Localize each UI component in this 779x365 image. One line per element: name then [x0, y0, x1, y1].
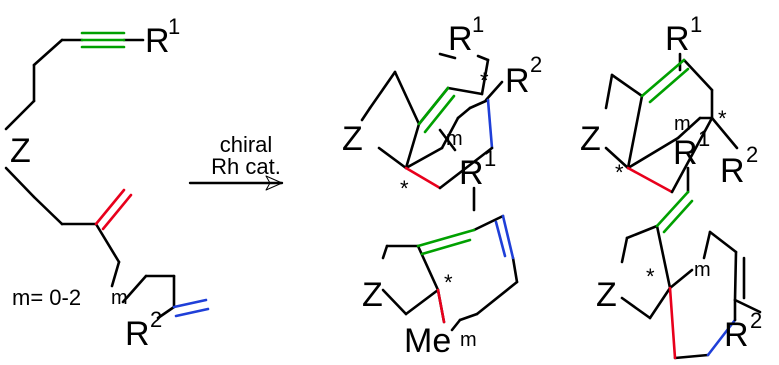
p4-stereocenter-star: * [646, 264, 655, 289]
product-3: Z R 1 Me m * [362, 146, 519, 360]
p4-R1-superscript: 1 [698, 126, 710, 151]
reagent-line-1: chiral [220, 132, 273, 157]
p2-R2-label: R [720, 152, 745, 190]
product-2: Z R 1 R 2 m * * [580, 12, 758, 194]
p2-stereocenter-star-2: * [615, 160, 624, 185]
p1-stereocenter-star-2: * [400, 176, 409, 201]
alkyne-bond [80, 31, 126, 49]
p4-R1-label: R [673, 134, 698, 172]
p1-m-subscript: m [446, 128, 463, 150]
sm-R1-label: R [145, 22, 170, 60]
starting-material [4, 38, 176, 320]
p2-R1-superscript: 1 [690, 12, 702, 37]
p1-R2-label: R [505, 62, 530, 100]
p2-R1-label: R [665, 20, 690, 58]
p1-R2-superscript: 2 [530, 52, 542, 77]
sm-R2-label: R [125, 315, 150, 353]
p1-stereocenter-star-1: * [480, 68, 489, 93]
p4-m-subscript: m [694, 259, 711, 281]
p2-stereocenter-star-1: * [718, 106, 727, 131]
m-range-label: m= 0-2 [12, 285, 81, 310]
p2-R2-superscript: 2 [746, 142, 758, 167]
p3-m-subscript: m [460, 329, 477, 351]
p3-Z-label: Z [362, 276, 383, 314]
p4-R2-superscript: 2 [750, 308, 762, 333]
sm-R1-superscript: 1 [168, 14, 180, 39]
p2-Z-label: Z [580, 120, 601, 158]
p3-R1-label: R [459, 154, 484, 192]
reaction-arrow [188, 175, 284, 191]
p1-R1-label: R [448, 20, 473, 58]
sm-m-subscript: m [111, 287, 128, 309]
p4-R2-label: R [724, 316, 749, 354]
p3-Me-label: Me [404, 322, 451, 360]
p1-R1-superscript: 1 [472, 12, 484, 37]
sm-R2-superscript: 2 [150, 307, 162, 332]
exo-alkene-red [94, 188, 133, 231]
p1-Z-label: Z [342, 120, 363, 158]
terminal-alkene-blue [172, 298, 210, 318]
sm-Z-label: Z [10, 132, 31, 170]
p3-stereocenter-star: * [444, 270, 453, 295]
p3-R1-superscript: 1 [484, 146, 496, 171]
p2-m-subscript: m [674, 113, 691, 135]
product-1: Z R 1 R 2 m * * [342, 12, 542, 201]
reagent-line-2: Rh cat. [211, 154, 281, 179]
p4-Z-label: Z [596, 276, 617, 314]
product-4: Z R 1 R 2 m * [596, 126, 762, 360]
